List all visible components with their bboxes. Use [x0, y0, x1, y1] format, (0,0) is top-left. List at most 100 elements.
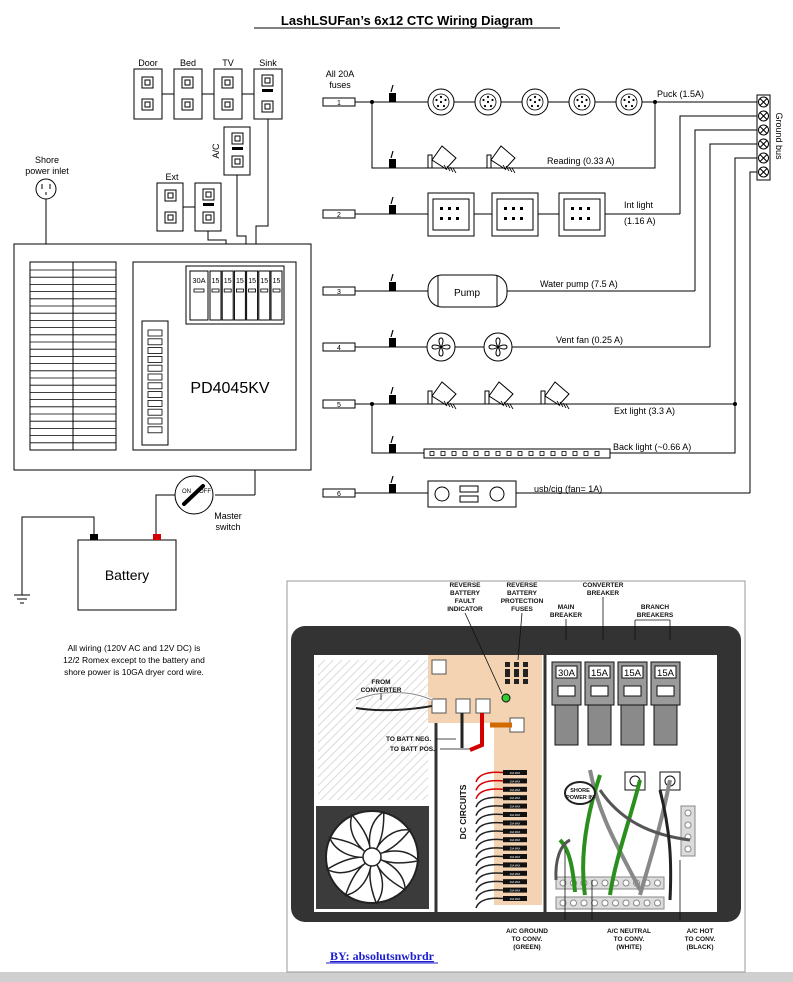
circuit-fuse [503, 854, 527, 859]
ground-screw-icon [758, 124, 769, 136]
dc-fuse-slot [147, 417, 163, 425]
label-branch-2: BREAKERS [637, 612, 674, 619]
fuse-number: 6 [337, 491, 341, 498]
battery-ground-wire [21, 516, 95, 595]
led-dot [583, 451, 589, 456]
shore-inlet-label-2: power inlet [25, 166, 69, 176]
fuse-rating: 20A MAX [510, 797, 521, 800]
fuse-rating: 20A MAX [510, 780, 521, 783]
bus-hole [684, 845, 692, 853]
lamp-icon [486, 145, 516, 174]
label-hot-3: (BLACK) [686, 944, 713, 951]
photo-breaker-label: 15A [591, 668, 609, 679]
chassis-ground-icon [14, 594, 30, 604]
circuit-fuse [503, 812, 527, 817]
branch-breaker [233, 270, 246, 321]
bus-hole [612, 899, 619, 907]
fuse-rating: 20A MAX [510, 864, 521, 867]
battery-icon [77, 534, 177, 611]
label-shore-2: POWER IN [566, 795, 594, 801]
outlet-ext-gfci [194, 182, 222, 232]
outlet-sink-gfci [253, 68, 283, 120]
outlet-label-door: Door [138, 58, 158, 68]
bus-hole [684, 821, 692, 829]
ground-screw-icon [758, 166, 769, 178]
label-shore-1: SHORE [570, 788, 590, 794]
fuse-number: 4 [337, 345, 341, 352]
fuse-number: 1 [337, 100, 341, 107]
interior-light-icon [427, 192, 475, 237]
outlet-bed [173, 68, 203, 120]
dc-fuse-panel [141, 320, 169, 446]
label-conv-2: BREAKER [587, 590, 619, 597]
photo-breaker-label: 30A [558, 668, 576, 679]
back-light-strip [423, 448, 611, 459]
led-dot [572, 451, 578, 456]
circuit-fuse [503, 879, 527, 885]
label-main-2: BREAKER [550, 612, 582, 619]
label-from-conv-2: CONVERTER [361, 687, 402, 694]
led-dot [440, 451, 446, 456]
puck-light-icon [615, 88, 643, 116]
photo-breaker-label: 15A [624, 668, 642, 679]
outlet-label-bed: Bed [180, 58, 196, 68]
fuses-header-1: All 20A [326, 69, 355, 79]
fuse-number: 3 [337, 289, 341, 296]
label-rbfi-4: INDICATOR [447, 606, 483, 613]
ground-screw-icon [758, 110, 769, 122]
back-light-label: Back light (~0.66 A) [613, 442, 691, 452]
label-hot-1: A/C HOT [687, 928, 714, 935]
dc-fuse-slot [147, 347, 163, 355]
page-title: LashLSUFan’s 6x12 CTC Wiring Diagram [281, 13, 533, 28]
lamp-icon [427, 381, 457, 410]
breaker-terminal [624, 771, 646, 791]
shore-inlet-icon [35, 178, 57, 200]
led-dot [484, 451, 490, 456]
led-dot [561, 451, 567, 456]
pump-label: Pump [454, 288, 481, 299]
master-switch-icon: ON OFF [174, 475, 214, 515]
branch-breaker [209, 270, 222, 321]
main-breaker-label: 30A [192, 276, 205, 285]
bus-hole [559, 879, 567, 887]
photo-breaker: 30A [551, 661, 582, 746]
puck-light-icon [474, 88, 502, 116]
outlet-tv [213, 68, 243, 120]
junction-dot [370, 402, 374, 406]
bus-hole [633, 899, 640, 907]
branch-breaker [258, 270, 271, 321]
label-rbfi-2: BATTERY [450, 590, 481, 597]
toggle-switch-icon [389, 435, 396, 453]
toggle-switch-icon [389, 475, 396, 493]
ground-bus-label: Ground bus [774, 112, 784, 160]
dc-fuse-slot [147, 364, 163, 372]
vent-fans [426, 332, 513, 362]
label-from-conv-1: FROM [371, 679, 390, 686]
led-dot [594, 451, 600, 456]
puck-light-icon [521, 88, 549, 116]
fault-indicator-icon [501, 693, 511, 703]
fuse-rating: 20A MAX [510, 856, 521, 859]
ground-bus [756, 94, 771, 181]
cooling-fan-icon [316, 806, 429, 909]
reading-label: Reading (0.33 A) [547, 156, 615, 166]
photo-leader-lines [380, 597, 681, 920]
outlet-door [133, 68, 163, 120]
fuse-rating: 20A MAX [510, 873, 521, 876]
switch-to-battery-wire [155, 494, 175, 537]
fuse-rating: 20A MAX [510, 772, 521, 775]
fuse-rating: 20A MAX [510, 789, 521, 792]
interior-light-icon [491, 192, 539, 237]
wiring-note-3: shore power is 10GA dryer cord wire. [64, 667, 204, 677]
dc-fuse-slot [147, 338, 163, 346]
photo-breaker-label: 15A [657, 668, 675, 679]
lamp-icon [427, 145, 457, 174]
master-switch-label-2: switch [215, 522, 240, 532]
interior-lights [427, 192, 606, 237]
label-rbfi-1: REVERSE [449, 582, 481, 589]
usb-cig-icon [427, 480, 517, 508]
puck-light-icon [568, 88, 596, 116]
bus-hole [559, 899, 567, 907]
